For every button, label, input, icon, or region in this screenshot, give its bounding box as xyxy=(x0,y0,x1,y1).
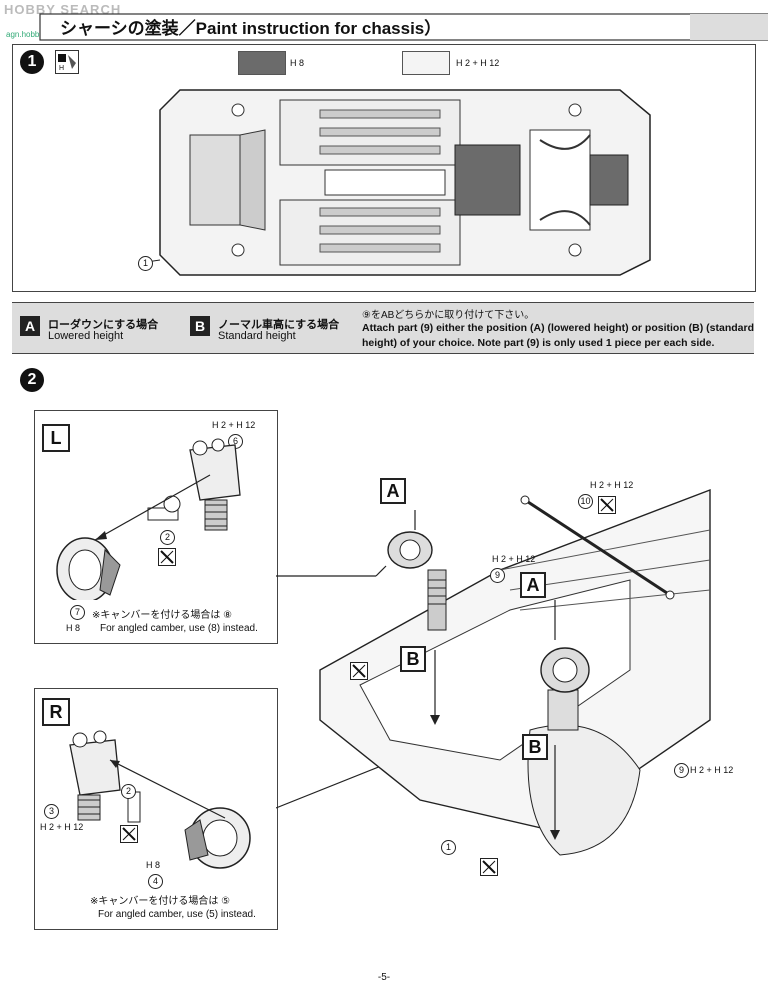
main-label-b1: B xyxy=(400,646,426,672)
main-label-a1: A xyxy=(380,478,406,504)
right-part-2: 2 xyxy=(121,784,136,799)
right-part-3: 3 xyxy=(44,804,59,819)
option-a-en: Lowered height xyxy=(48,330,124,342)
left-paint-wheel: H 8 xyxy=(66,623,81,633)
right-side-label: R xyxy=(42,698,70,726)
left-assembly-drawing xyxy=(56,438,241,600)
watermark-url: agn.hobby.com xyxy=(6,30,61,39)
right-side-box xyxy=(34,688,278,930)
height-option-band xyxy=(12,302,754,354)
mid-paint-code: H 2 + H 12 xyxy=(492,554,536,564)
page-number: -5- xyxy=(377,972,391,983)
left-camber-note-en: For angled camber, use (8) instead. xyxy=(100,623,258,634)
chassis-no-glue-icon-left xyxy=(350,662,368,680)
part-number-1: 1 xyxy=(138,256,153,271)
page-title: シャーシの塗装／Paint instruction for chassis） xyxy=(60,19,442,38)
option-b-en: Standard height xyxy=(218,330,296,342)
callout-lines xyxy=(276,565,396,809)
left-no-glue-icon xyxy=(158,548,176,566)
option-b-box: B xyxy=(190,316,210,336)
step1-number: 1 xyxy=(20,50,44,74)
low-part-9: 9 xyxy=(674,763,689,778)
right-camber-note-en: For angled camber, use (5) instead. xyxy=(98,909,256,920)
left-part-2: 2 xyxy=(160,530,175,545)
part-number-10: 10 xyxy=(578,494,593,509)
right-paint-wheel: H 8 xyxy=(146,860,161,870)
mid-part-9: 9 xyxy=(490,568,505,583)
swatch-light xyxy=(402,51,450,75)
right-paint-top: H 2 + H 12 xyxy=(40,822,84,832)
option-b-jp: ノーマル車高にする場合 xyxy=(218,319,340,331)
attach-note-en-1: Attach part (9) either the position (A) … xyxy=(362,322,754,334)
bar-no-glue-icon xyxy=(598,496,616,514)
chassis-part-1: 1 xyxy=(441,840,456,855)
left-camber-note-jp: ※キャンバーを付ける場合は ⑧ xyxy=(92,610,233,621)
attach-note-en-2: height) of your choice. Note part (9) is… xyxy=(362,337,715,349)
option-a-box: A xyxy=(20,316,40,336)
swatch-light-code: H 2 + H 12 xyxy=(456,58,500,68)
header-bar-shape xyxy=(39,13,768,41)
section-header xyxy=(0,10,768,44)
main-label-b2: B xyxy=(522,734,548,760)
attach-note-jp: ⑨をABどちらかに取り付けて下さい。 xyxy=(362,310,535,321)
right-part-4: 4 xyxy=(148,874,163,889)
right-no-glue-icon xyxy=(120,825,138,843)
bar-paint-code: H 2 + H 12 xyxy=(590,480,634,490)
paint-brush-icon: H xyxy=(55,50,79,74)
left-side-label: L xyxy=(42,424,70,452)
main-label-a2: A xyxy=(520,572,546,598)
svg-text:H: H xyxy=(59,65,64,72)
right-camber-note-jp: ※キャンバーを付ける場合は ⑤ xyxy=(90,896,231,907)
left-paint-top: H 2 + H 12 xyxy=(212,420,256,430)
watermark-text: HOBBY SEARCH xyxy=(4,2,122,17)
low-paint-code: H 2 + H 12 xyxy=(690,765,734,775)
swatch-dark-code: H 8 xyxy=(290,58,305,68)
right-assembly-drawing xyxy=(69,730,251,869)
option-a-jp: ローダウンにする場合 xyxy=(48,319,159,331)
main-chassis-drawing xyxy=(319,488,711,856)
chassis-no-glue-icon-bottom xyxy=(480,858,498,876)
chassis-top-view-drawing xyxy=(150,89,651,276)
swatch-dark xyxy=(238,51,286,75)
left-part-7: 7 xyxy=(70,605,85,620)
step2-number: 2 xyxy=(20,368,44,392)
